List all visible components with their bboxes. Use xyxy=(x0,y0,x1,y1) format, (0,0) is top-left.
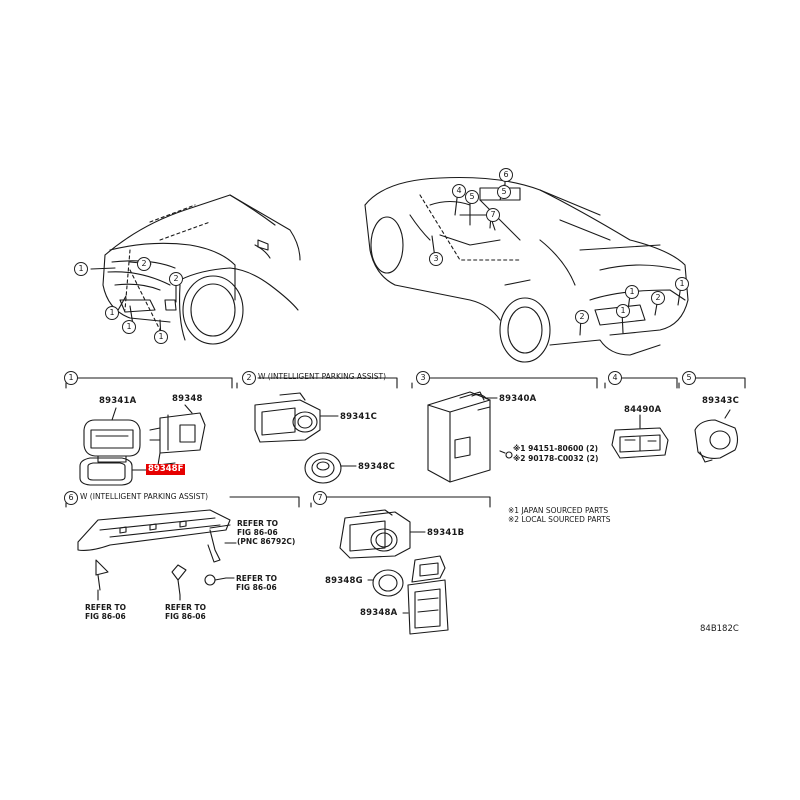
callout-1-front-d: 1 xyxy=(154,330,168,344)
callout-5-rear-b: 5 xyxy=(497,185,511,199)
refer-fig-line: FIG 86-06 xyxy=(85,612,126,621)
refer-to-note-3: REFER TO FIG 86-06 xyxy=(85,603,126,621)
refer-to-note-2: REFER TO FIG 86-06 xyxy=(236,574,277,592)
fastener-1: ※1 94151-80600 (2) xyxy=(513,444,599,453)
part-89348G-ring xyxy=(367,569,404,597)
refer-fig-line: FIG 86-06 xyxy=(236,583,277,592)
callout-4-rear: 4 xyxy=(452,184,466,198)
refer-to-note-1: REFER TO FIG 86-06 (PNC 86792C) xyxy=(237,519,295,546)
section-3-number: 3 xyxy=(416,371,430,385)
part-89348F-ring xyxy=(79,457,133,486)
part-label-89341A: 89341A xyxy=(99,396,137,406)
part-84490A-switch xyxy=(611,427,669,459)
refer-to-line: REFER TO xyxy=(236,574,278,583)
part-label-89340A: 89340A xyxy=(499,394,537,404)
part-label-89341C: 89341C xyxy=(340,412,378,422)
refer-to-line: REFER TO xyxy=(237,519,279,528)
drawing-code: 84B182C xyxy=(700,624,739,634)
section-2-number: 2 xyxy=(242,371,256,385)
callout-1-rear-b: 1 xyxy=(675,277,689,291)
callout-2-front: 2 xyxy=(137,257,151,271)
front-car-illustration xyxy=(102,194,301,345)
part-89348A-holder xyxy=(402,555,449,635)
refer-to-note-4: REFER TO FIG 86-06 xyxy=(165,603,206,621)
refer-pnc-line: (PNC 86792C) xyxy=(237,537,296,546)
part-89348-holder xyxy=(149,404,206,466)
part-89343C-buzzer xyxy=(694,409,739,463)
callout-2-rear-b: 2 xyxy=(575,310,589,324)
callout-6-rear: 6 xyxy=(499,168,513,182)
part-label-89348A: 89348A xyxy=(360,608,398,618)
callout-2-front-b: 2 xyxy=(169,272,183,286)
note-local-sourced: ※2 LOCAL SOURCED PARTS xyxy=(508,515,611,524)
callout-5-rear-a: 5 xyxy=(465,190,479,204)
fastener-2: ※2 90178-C0032 (2) xyxy=(513,454,599,463)
part-label-89341B: 89341B xyxy=(427,528,465,538)
part-label-89348: 89348 xyxy=(172,394,203,404)
part-89341B-sensor xyxy=(339,509,426,559)
part-label-89348C: 89348C xyxy=(358,462,396,472)
section-5-number: 5 xyxy=(682,371,696,385)
part-label-89343C: 89343C xyxy=(702,396,740,406)
callout-7-rear: 7 xyxy=(486,208,500,222)
section-1-number: 1 xyxy=(64,371,78,385)
section6-bracket xyxy=(77,509,231,596)
refer-fig-line: FIG 86-06 xyxy=(165,612,206,621)
section-6-title: W (INTELLIGENT PARKING ASSIST) xyxy=(80,492,209,501)
section-6-number: 6 xyxy=(64,491,78,505)
part-89341A-sensor xyxy=(83,419,141,463)
refer-to-line: REFER TO xyxy=(165,603,207,612)
section-2-title: W (INTELLIGENT PARKING ASSIST) xyxy=(258,372,387,381)
callout-2-rear: 2 xyxy=(651,291,665,305)
callout-1-rear-a: 1 xyxy=(625,285,639,299)
callout-1-front-c: 1 xyxy=(122,320,136,334)
part-89341C-sensor xyxy=(254,392,321,443)
rear-car-illustration xyxy=(364,176,689,363)
callout-1-front-b: 1 xyxy=(105,306,119,320)
refer-to-line: REFER TO xyxy=(85,603,127,612)
callout-3-rear: 3 xyxy=(429,252,443,266)
callout-1-front-a: 1 xyxy=(74,262,88,276)
section-4-number: 4 xyxy=(608,371,622,385)
part-89340A-ecu xyxy=(427,391,491,483)
refer-fig-line: FIG 86-06 xyxy=(237,528,278,537)
part-label-89348F-highlighted: 89348F xyxy=(146,464,186,475)
section-7-number: 7 xyxy=(313,491,327,505)
part-label-84490A: 84490A xyxy=(624,405,662,415)
note-japan-sourced: ※1 JAPAN SOURCED PARTS xyxy=(508,506,609,515)
part-89348C-ring xyxy=(304,452,342,484)
callout-1-rear-c: 1 xyxy=(616,304,630,318)
part-label-89348G: 89348G xyxy=(325,576,363,586)
